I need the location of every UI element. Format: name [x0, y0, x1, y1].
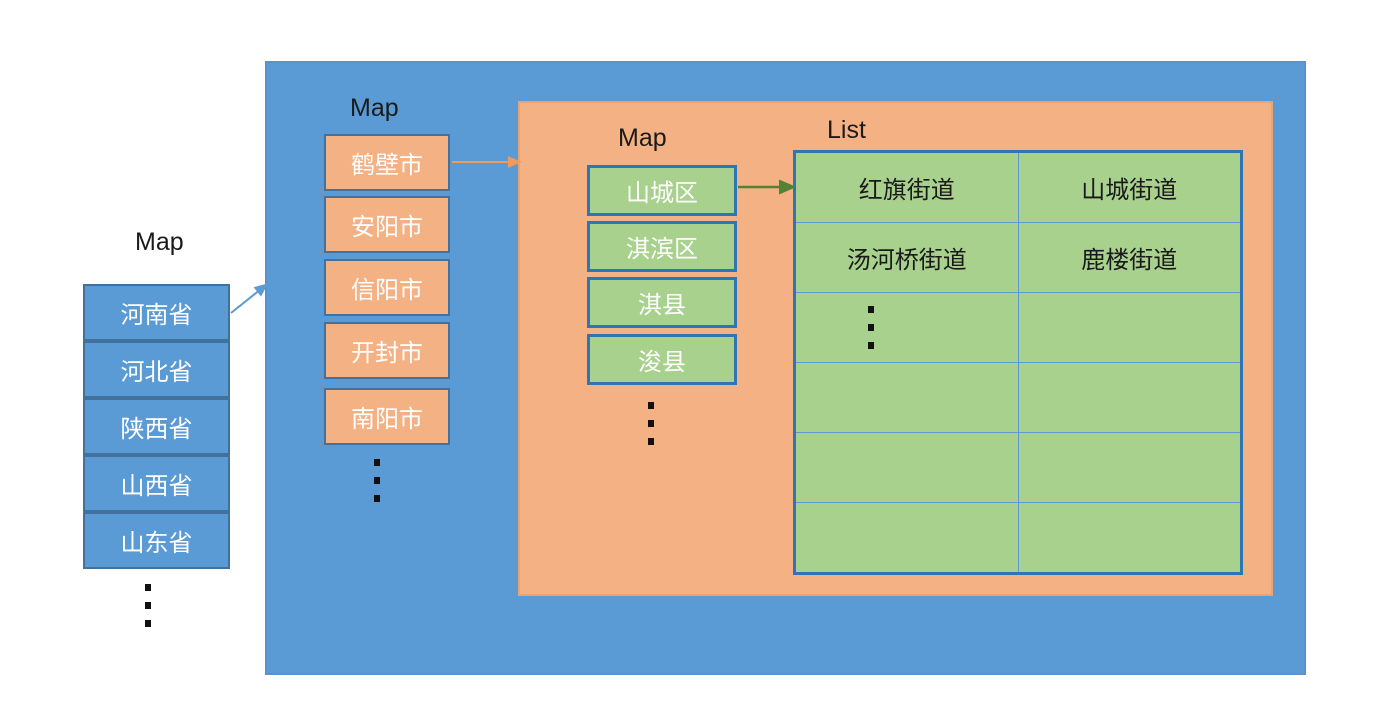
province-cell-3[interactable]: 山西省	[83, 455, 230, 512]
table-row	[794, 362, 1242, 433]
districts-map-label: Map	[618, 124, 667, 152]
province-cell-2[interactable]: 陕西省	[83, 398, 230, 455]
provinces-ellipsis	[145, 584, 151, 627]
street-cell-3-1[interactable]	[1017, 362, 1242, 433]
street-cell-2-1[interactable]	[1017, 292, 1242, 363]
ellipsis-dot	[648, 420, 654, 427]
ellipsis-dot	[648, 402, 654, 409]
street-cell-5-0[interactable]	[794, 502, 1019, 574]
province-cell-0[interactable]: 河南省	[83, 284, 230, 341]
table-row: 红旗街道 山城街道	[794, 151, 1242, 223]
street-cell-3-0[interactable]	[794, 362, 1019, 433]
ellipsis-dot	[868, 324, 874, 331]
city-cell-0[interactable]: 鹤壁市	[324, 134, 450, 191]
province-cell-1[interactable]: 河北省	[83, 341, 230, 398]
ellipsis-dot	[145, 602, 151, 609]
city-cell-3[interactable]: 开封市	[324, 322, 450, 379]
street-cell-0-1[interactable]: 山城街道	[1017, 151, 1242, 223]
city-cell-4[interactable]: 南阳市	[324, 388, 450, 445]
street-cell-0-0[interactable]: 红旗街道	[794, 151, 1019, 223]
district-cell-1[interactable]: 淇滨区	[587, 221, 737, 272]
streets-list-table: 红旗街道 山城街道 汤河桥街道 鹿楼街道	[793, 150, 1243, 575]
city-cell-1[interactable]: 安阳市	[324, 196, 450, 253]
street-cell-2-0-ellipsis[interactable]	[794, 292, 1019, 363]
street-cell-4-0[interactable]	[794, 432, 1019, 503]
provinces-map-label: Map	[135, 228, 184, 256]
street-cell-1-0[interactable]: 汤河桥街道	[794, 222, 1019, 293]
street-cell-4-1[interactable]	[1017, 432, 1242, 503]
ellipsis-dot	[145, 584, 151, 591]
streets-ellipsis	[836, 306, 906, 349]
cities-map-label: Map	[350, 94, 399, 122]
city-cell-2[interactable]: 信阳市	[324, 259, 450, 316]
street-cell-5-1[interactable]	[1017, 502, 1242, 574]
street-cell-1-1[interactable]: 鹿楼街道	[1017, 222, 1242, 293]
table-row	[794, 502, 1242, 574]
table-row: 汤河桥街道 鹿楼街道	[794, 222, 1242, 293]
ellipsis-dot	[374, 477, 380, 484]
table-row	[794, 292, 1242, 363]
ellipsis-dot	[374, 459, 380, 466]
cities-ellipsis	[374, 459, 380, 502]
district-cell-0[interactable]: 山城区	[587, 165, 737, 216]
ellipsis-dot	[868, 306, 874, 313]
ellipsis-dot	[868, 342, 874, 349]
arrow-province-to-city	[230, 283, 269, 314]
district-cell-3[interactable]: 浚县	[587, 334, 737, 385]
ellipsis-dot	[648, 438, 654, 445]
ellipsis-dot	[145, 620, 151, 627]
table-row	[794, 432, 1242, 503]
district-cell-2[interactable]: 淇县	[587, 277, 737, 328]
streets-list-label: List	[827, 116, 866, 144]
ellipsis-dot	[374, 495, 380, 502]
province-cell-4[interactable]: 山东省	[83, 512, 230, 569]
districts-ellipsis	[648, 402, 654, 445]
